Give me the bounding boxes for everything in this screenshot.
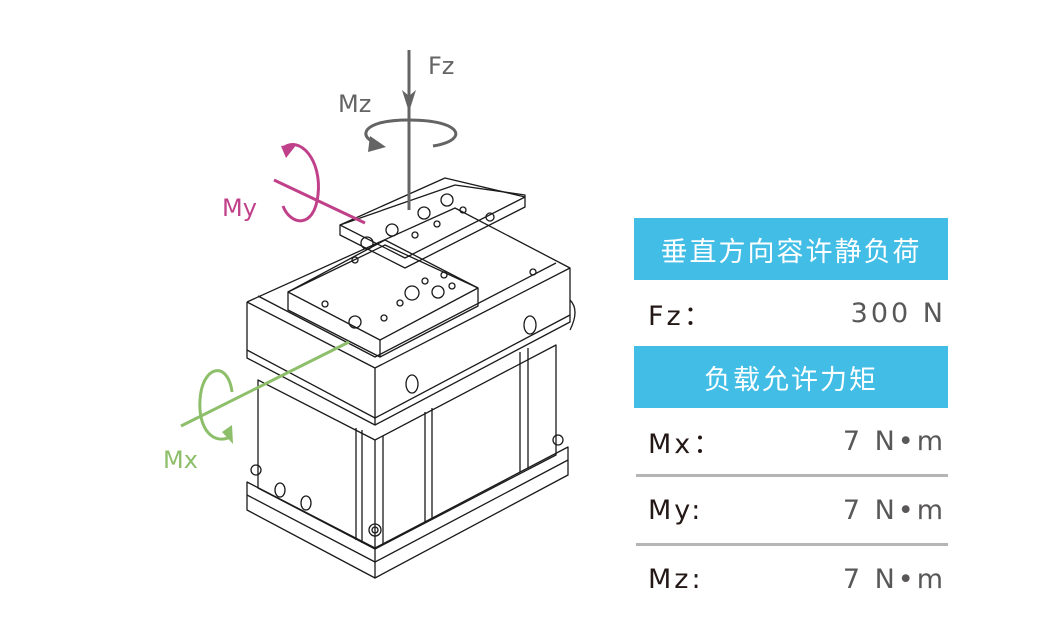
mz-arrow-icon bbox=[368, 136, 386, 152]
my-moment-indicator bbox=[273, 143, 366, 225]
spec-value: 7 N•m bbox=[842, 563, 946, 595]
gripper-load-diagram: Fz Mz My Mx bbox=[163, 50, 576, 579]
gripper-drawing bbox=[246, 177, 576, 579]
body-upper bbox=[246, 207, 571, 426]
allowable-moment-header: 负载允许力矩 bbox=[634, 346, 948, 408]
spec-label: Mz: bbox=[648, 563, 704, 595]
row-divider bbox=[636, 474, 948, 477]
mz-label: Mz bbox=[338, 90, 371, 118]
spec-row-my: My: 7 N•m bbox=[634, 477, 948, 543]
my-arrow-icon bbox=[281, 144, 297, 158]
jaw-rear bbox=[339, 184, 526, 269]
spec-value: 7 N•m bbox=[842, 494, 946, 526]
mx-arrow-icon bbox=[222, 425, 233, 444]
spec-row-fz: Fz： 300 N bbox=[634, 280, 948, 346]
fz-force-indicator bbox=[402, 50, 416, 210]
spec-label: My: bbox=[648, 494, 704, 526]
vertical-static-load-header: 垂直方向容许静负荷 bbox=[634, 218, 948, 280]
spec-label: Mx： bbox=[648, 428, 724, 460]
my-label: My bbox=[222, 194, 257, 222]
spec-row-mx: Mx： 7 N•m bbox=[634, 408, 948, 474]
row-divider bbox=[636, 543, 948, 546]
mx-moment-indicator bbox=[180, 340, 350, 444]
fz-label: Fz bbox=[428, 52, 454, 80]
load-spec-table: 垂直方向容许静负荷 Fz： 300 N 负载允许力矩 Mx： 7 N•m My:… bbox=[634, 218, 948, 612]
spec-row-mz: Mz: 7 N•m bbox=[634, 546, 948, 612]
mz-moment-indicator bbox=[364, 118, 458, 152]
spec-value: 7 N•m bbox=[842, 425, 946, 457]
mounting-holes bbox=[321, 193, 537, 329]
spec-value: 300 N bbox=[850, 297, 946, 329]
mx-label: Mx bbox=[163, 446, 198, 474]
body-lower bbox=[257, 344, 557, 550]
spec-label: Fz： bbox=[648, 300, 714, 332]
fz-arrow-icon bbox=[402, 90, 416, 112]
